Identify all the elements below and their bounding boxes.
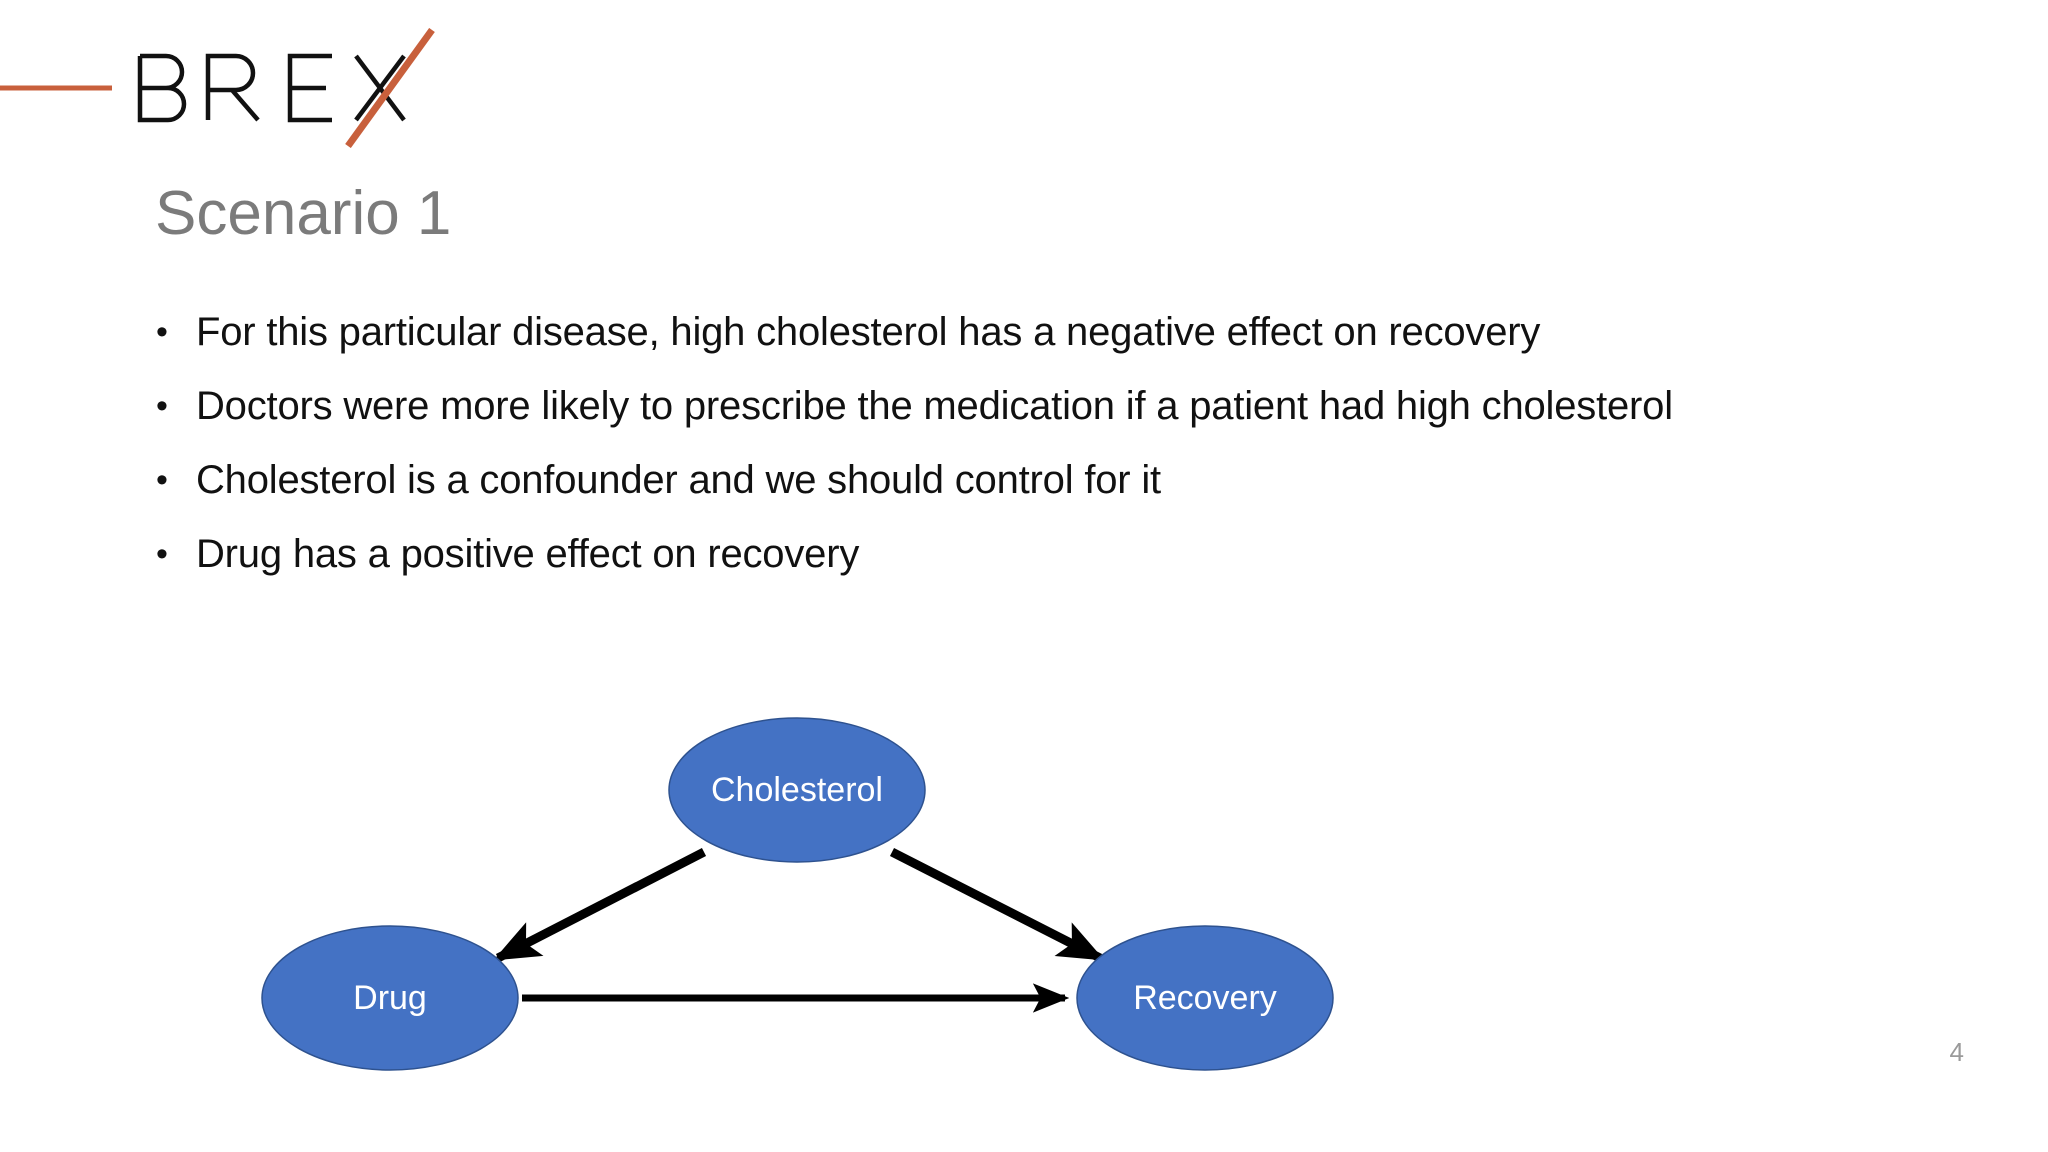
- node-recovery-label: Recovery: [1133, 979, 1277, 1017]
- causal-diagram: Cholesterol Drug Recovery: [260, 640, 1660, 1110]
- bullet-text: Drug has a positive effect on recovery: [196, 532, 860, 576]
- node-drug[interactable]: Drug: [261, 925, 519, 1071]
- logo-letter-r: [205, 53, 260, 122]
- list-item: • Doctors were more likely to prescribe …: [148, 369, 1948, 443]
- node-drug-shape[interactable]: [261, 925, 519, 1071]
- logo-letter-e: [287, 53, 332, 123]
- page-number: 4: [1949, 1037, 1964, 1067]
- list-item: • Drug has a positive effect on recovery: [148, 517, 1948, 591]
- logo-letter-b: [137, 53, 187, 123]
- brex-logo: [0, 27, 460, 149]
- page-title: Scenario 1: [155, 179, 452, 248]
- bullet-marker: •: [156, 313, 168, 351]
- bullet-marker: •: [156, 535, 168, 573]
- list-item: • For this particular disease, high chol…: [148, 295, 1948, 369]
- node-cholesterol-shape[interactable]: [668, 717, 926, 863]
- node-recovery-shape[interactable]: [1076, 925, 1334, 1071]
- edge-cholesterol-drug: [493, 847, 707, 963]
- bullet-text: For this particular disease, high choles…: [196, 310, 1541, 354]
- list-item: • Cholesterol is a confounder and we sho…: [148, 443, 1948, 517]
- logo-letter-x-stroke-b: [354, 54, 406, 122]
- node-cholesterol[interactable]: Cholesterol: [668, 717, 926, 863]
- bullet-marker: •: [156, 387, 168, 425]
- brex-logo-svg: [0, 27, 435, 149]
- edge-cholesterol-recovery: [889, 847, 1105, 963]
- bullet-list: • For this particular disease, high chol…: [148, 295, 1948, 591]
- logo-slash-accent: [345, 27, 435, 149]
- causal-diagram-svg: Cholesterol Drug Recovery: [261, 717, 1334, 1071]
- bullet-text: Doctors were more likely to prescribe th…: [196, 384, 1673, 428]
- bullet-text: Cholesterol is a confounder and we shoul…: [196, 458, 1161, 502]
- node-drug-label: Drug: [353, 979, 427, 1017]
- node-cholesterol-label: Cholesterol: [711, 771, 883, 809]
- bullet-marker: •: [156, 461, 168, 499]
- node-recovery[interactable]: Recovery: [1076, 925, 1334, 1071]
